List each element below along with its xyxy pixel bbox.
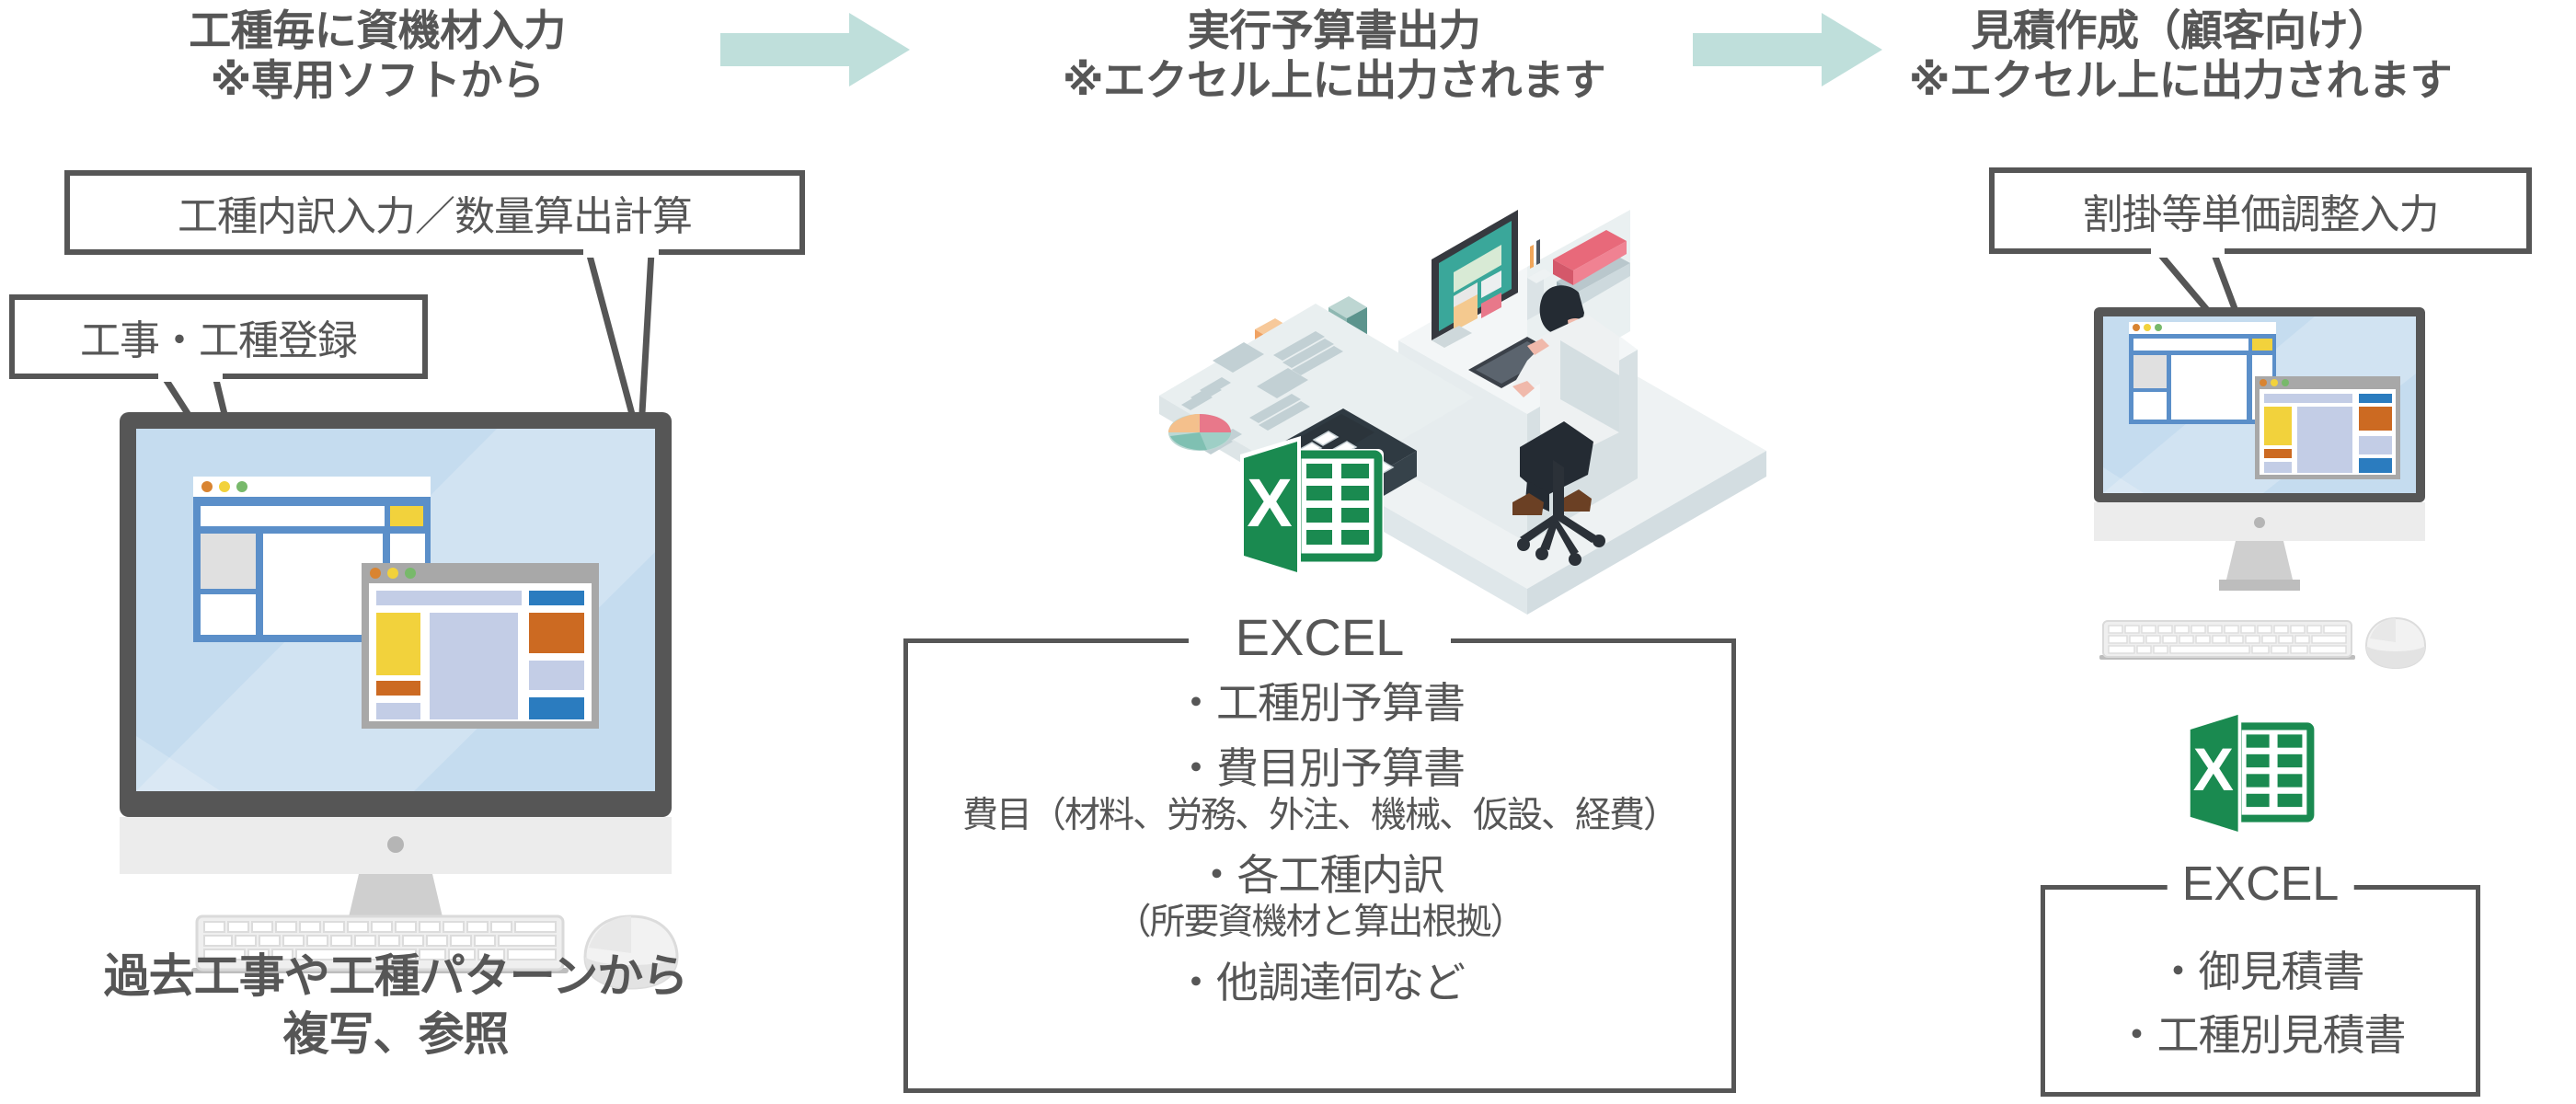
- step1-header: 工種毎に資機材入力 ※専用ソフトから: [55, 6, 699, 106]
- output-item-4: ・他調達伺など: [1175, 958, 1466, 1006]
- step3-header-line2: ※エクセル上に出力されます: [1908, 56, 2453, 105]
- callout-koji-toroku: 工事・工種登録: [9, 294, 428, 379]
- screen-window-front-2: [2255, 376, 2400, 479]
- desktop-computer-illustration-2: [2094, 307, 2427, 670]
- legend-line-right: [1451, 638, 1736, 643]
- step2-header-line1: 実行予算書出力: [1187, 6, 1481, 54]
- step1-caption-line2: 複写、参照: [282, 1007, 510, 1060]
- iso-pie-chart: [1168, 414, 1231, 451]
- step2-excel-output-box: EXCEL ・工種別予算書 ・費目別予算書 費目（材料、労務、外注、機械、仮設、…: [903, 605, 1736, 1093]
- iso-pen-cup: [1527, 239, 1553, 320]
- output-item-r1: ・御見積書: [2156, 948, 2365, 995]
- step1-caption: 過去工事や工種パターンから 複写、参照: [18, 948, 773, 1063]
- iso-monitor: [1432, 210, 1518, 348]
- step3-excel-output-box: EXCEL ・御見積書 ・工種別見積書: [2041, 856, 2480, 1097]
- right-arrow-icon-1: [720, 13, 910, 86]
- step1-header-line1: 工種毎に資機材入力: [189, 6, 566, 54]
- output-item-1: ・工種別予算書: [1175, 679, 1466, 727]
- legend-line-left-2: [2041, 885, 2168, 890]
- callout-warikake-label: 割掛等単価調整入力: [2082, 192, 2440, 237]
- keyboard-illustration: [191, 914, 569, 973]
- legend-line-left: [903, 638, 1189, 643]
- excel-logo-icon-center: X: [1240, 436, 1384, 578]
- screen-window-back-2: [2129, 322, 2276, 424]
- step3-excel-label: EXCEL: [2167, 856, 2354, 912]
- callout-warikake: 割掛等単価調整入力: [1989, 167, 2532, 254]
- callout-koshu-uchiwake: 工種内訳入力／数量算出計算: [64, 170, 805, 255]
- screen-window-front: [362, 563, 599, 729]
- step1-caption-line1: 過去工事や工種パターンから: [103, 950, 689, 1002]
- svg-text:X: X: [1247, 465, 1292, 541]
- legend-line-right-2: [2353, 885, 2480, 890]
- step3-header: 見積作成（顧客向け） ※エクセル上に出力されます: [1776, 6, 2576, 106]
- output-item-3: ・各工種内訳: [1195, 851, 1445, 900]
- output-item-r2: ・工種別見積書: [2115, 1011, 2407, 1059]
- mouse-illustration: [583, 914, 679, 990]
- step3-header-line1: 見積作成（顧客向け）: [1971, 6, 2391, 54]
- desktop-computer-illustration-1: [120, 412, 679, 990]
- callout-koshu-uchiwake-label: 工種内訳入力／数量算出計算: [178, 194, 693, 239]
- iso-chair: [1517, 340, 1619, 566]
- step2-header-line2: ※エクセル上に出力されます: [1062, 56, 1606, 105]
- callout-koshu-uchiwake-tail: [583, 248, 659, 446]
- step1-header-line2: ※専用ソフトから: [210, 56, 545, 105]
- screen-window-back: [193, 477, 431, 642]
- step2-output-list: ・工種別予算書 ・費目別予算書 費目（材料、労務、外注、機械、仮設、経費） ・各…: [903, 677, 1736, 1009]
- mouse-illustration-2: [2364, 616, 2427, 670]
- output-item-3-sub: （所要資機材と算出根拠）: [1115, 903, 1525, 943]
- step2-excel-label: EXCEL: [1220, 607, 1420, 668]
- excel-logo-icon-right: X: [2187, 709, 2316, 837]
- callout-koji-toroku-label: 工事・工種登録: [80, 318, 358, 363]
- output-item-2-sub: 費目（材料、労務、外注、機械、仮設、経費）: [961, 796, 1679, 836]
- right-arrow-icon-2: [1693, 13, 1882, 86]
- svg-text:X: X: [2193, 736, 2234, 804]
- step2-header: 実行予算書出力 ※エクセル上に出力されます: [929, 6, 1739, 106]
- step3-output-list: ・御見積書 ・工種別見積書: [2041, 940, 2480, 1067]
- output-item-2: ・費目別予算書: [1175, 744, 1466, 793]
- keyboard-illustration-2: [2099, 620, 2355, 660]
